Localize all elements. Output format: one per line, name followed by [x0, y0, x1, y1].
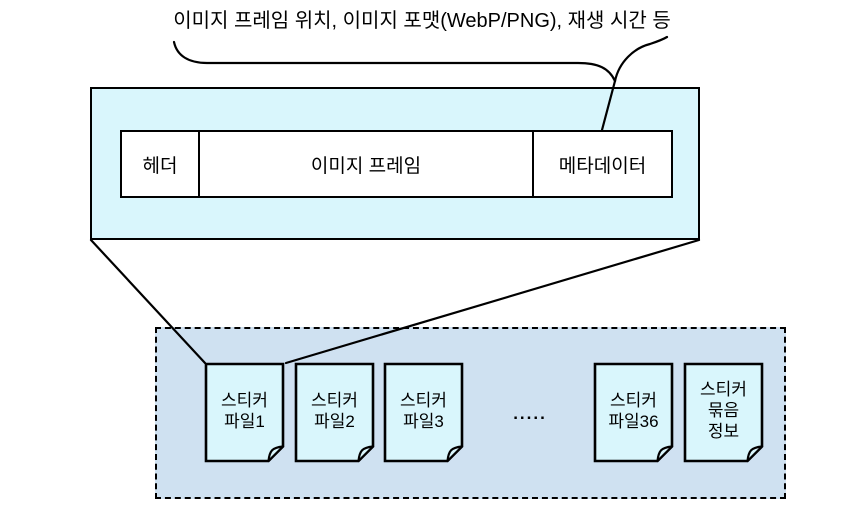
sticker-file-1: 스티커 파일1	[204, 362, 285, 463]
label-line: 스티커	[311, 390, 358, 410]
sticker-file-3-label: 스티커 파일3	[383, 362, 464, 459]
segment-image-frames-label: 이미지 프레임	[310, 155, 422, 177]
segment-metadata: 메타데이터	[532, 130, 673, 198]
label-line: 스티커	[221, 390, 268, 410]
ellipsis-text: .....	[513, 404, 547, 423]
brace-left-arm	[172, 40, 617, 83]
label-line: 묶음	[707, 401, 740, 420]
document-icon	[683, 362, 764, 463]
document-icon	[204, 362, 285, 463]
sticker-file-2: 스티커 파일2	[294, 362, 375, 463]
label-line: 파일2	[314, 411, 355, 431]
brace-right-arm	[613, 35, 669, 83]
sticker-file-36: 스티커 파일36	[593, 362, 674, 463]
sticker-bundle-info-file: 스티커 묶음 정보	[683, 362, 764, 463]
label-line: 파일1	[224, 411, 265, 431]
label-line: 스티커	[700, 380, 747, 399]
segment-image-frames: 이미지 프레임	[198, 130, 534, 198]
sticker-file-3: 스티커 파일3	[383, 362, 464, 463]
segment-header-label: 헤더	[142, 155, 178, 177]
sticker-file-36-label: 스티커 파일36	[593, 362, 674, 459]
label-line: 파일3	[403, 411, 444, 431]
segment-metadata-label: 메타데이터	[558, 155, 647, 177]
segment-header: 헤더	[120, 130, 200, 198]
annotation-label: 이미지 프레임 위치, 이미지 포맷(WebP/PNG), 재생 시간 등	[173, 10, 671, 32]
sticker-bundle-info-label: 스티커 묶음 정보	[683, 362, 764, 459]
sticker-file-2-label: 스티커 파일2	[294, 362, 375, 459]
label-line: 스티커	[400, 390, 447, 410]
sticker-file-1-label: 스티커 파일1	[204, 362, 285, 459]
label-line: 정보	[707, 422, 740, 441]
label-line: 파일36	[608, 411, 659, 431]
label-line: 스티커	[610, 390, 657, 410]
